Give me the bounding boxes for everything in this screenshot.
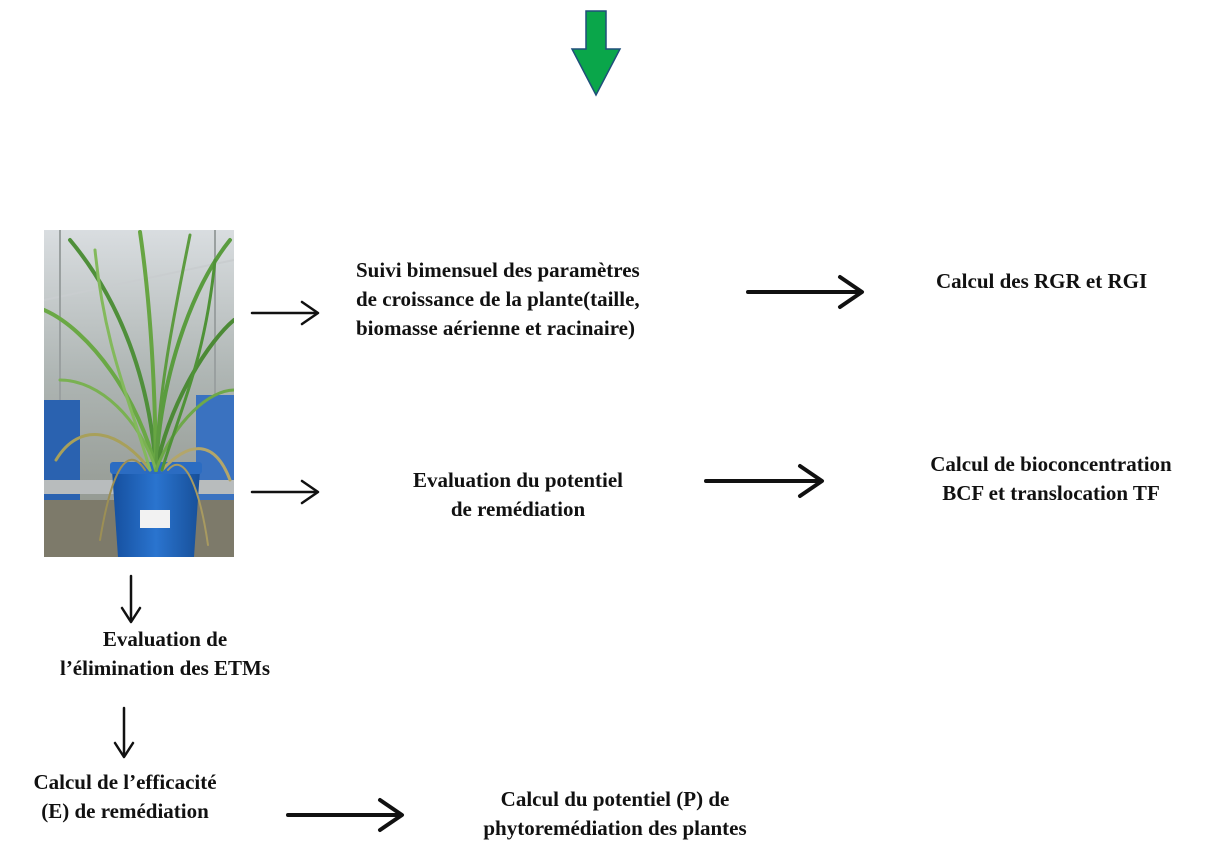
etm-elimination-line-1: Evaluation de [102, 627, 228, 651]
arrow-to-efficiency [113, 706, 135, 759]
efficiency-step: Calcul de l’efficacité (E) de remédiatio… [0, 768, 250, 826]
down-arrow-icon [570, 10, 622, 97]
bcf-tf-line-1: Calcul de bioconcentration [930, 452, 1172, 476]
phyto-potential-line-1: Calcul du potentiel (P) de [500, 787, 730, 811]
bcf-tf-line-2: BCF et translocation TF [942, 481, 1160, 505]
etm-elimination-step: Evaluation de l’élimination des ETMs [20, 625, 310, 683]
efficiency-line-2: (E) de remédiation [41, 799, 209, 823]
growth-monitoring-line-1: Suivi bimensuel des paramètres [356, 258, 640, 282]
bcf-tf-step: Calcul de bioconcentration BCF et transl… [888, 450, 1214, 508]
arrow-to-growth-monitoring [250, 300, 320, 326]
growth-monitoring-step: Suivi bimensuel des paramètres de croiss… [356, 256, 640, 343]
arrow-to-remediation-potential [250, 479, 320, 505]
remediation-potential-line-2: de remédiation [450, 497, 586, 521]
rgr-rgi-step: Calcul des RGR et RGI [936, 269, 1148, 293]
phyto-potential-step: Calcul du potentiel (P) de phytoremédiat… [440, 785, 790, 843]
arrow-to-etm-elimination [120, 574, 142, 624]
etm-elimination-line-2: l’élimination des ETMs [59, 656, 270, 680]
growth-monitoring-line-2: de croissance de la plante(taille, [356, 287, 640, 311]
phyto-potential-line-2: phytoremédiation des plantes [483, 816, 747, 840]
efficiency-line-1: Calcul de l’efficacité [33, 770, 217, 794]
remediation-potential-step: Evaluation du potentiel de remédiation [376, 466, 660, 524]
arrow-to-rgr-rgi [746, 275, 864, 309]
remediation-potential-line-1: Evaluation du potentiel [412, 468, 624, 492]
arrow-to-bcf-tf [704, 464, 824, 498]
growth-monitoring-line-3: biomasse aérienne et racinaire) [356, 316, 635, 340]
plant-photo [44, 230, 234, 557]
arrow-to-phyto-potential [286, 798, 404, 832]
